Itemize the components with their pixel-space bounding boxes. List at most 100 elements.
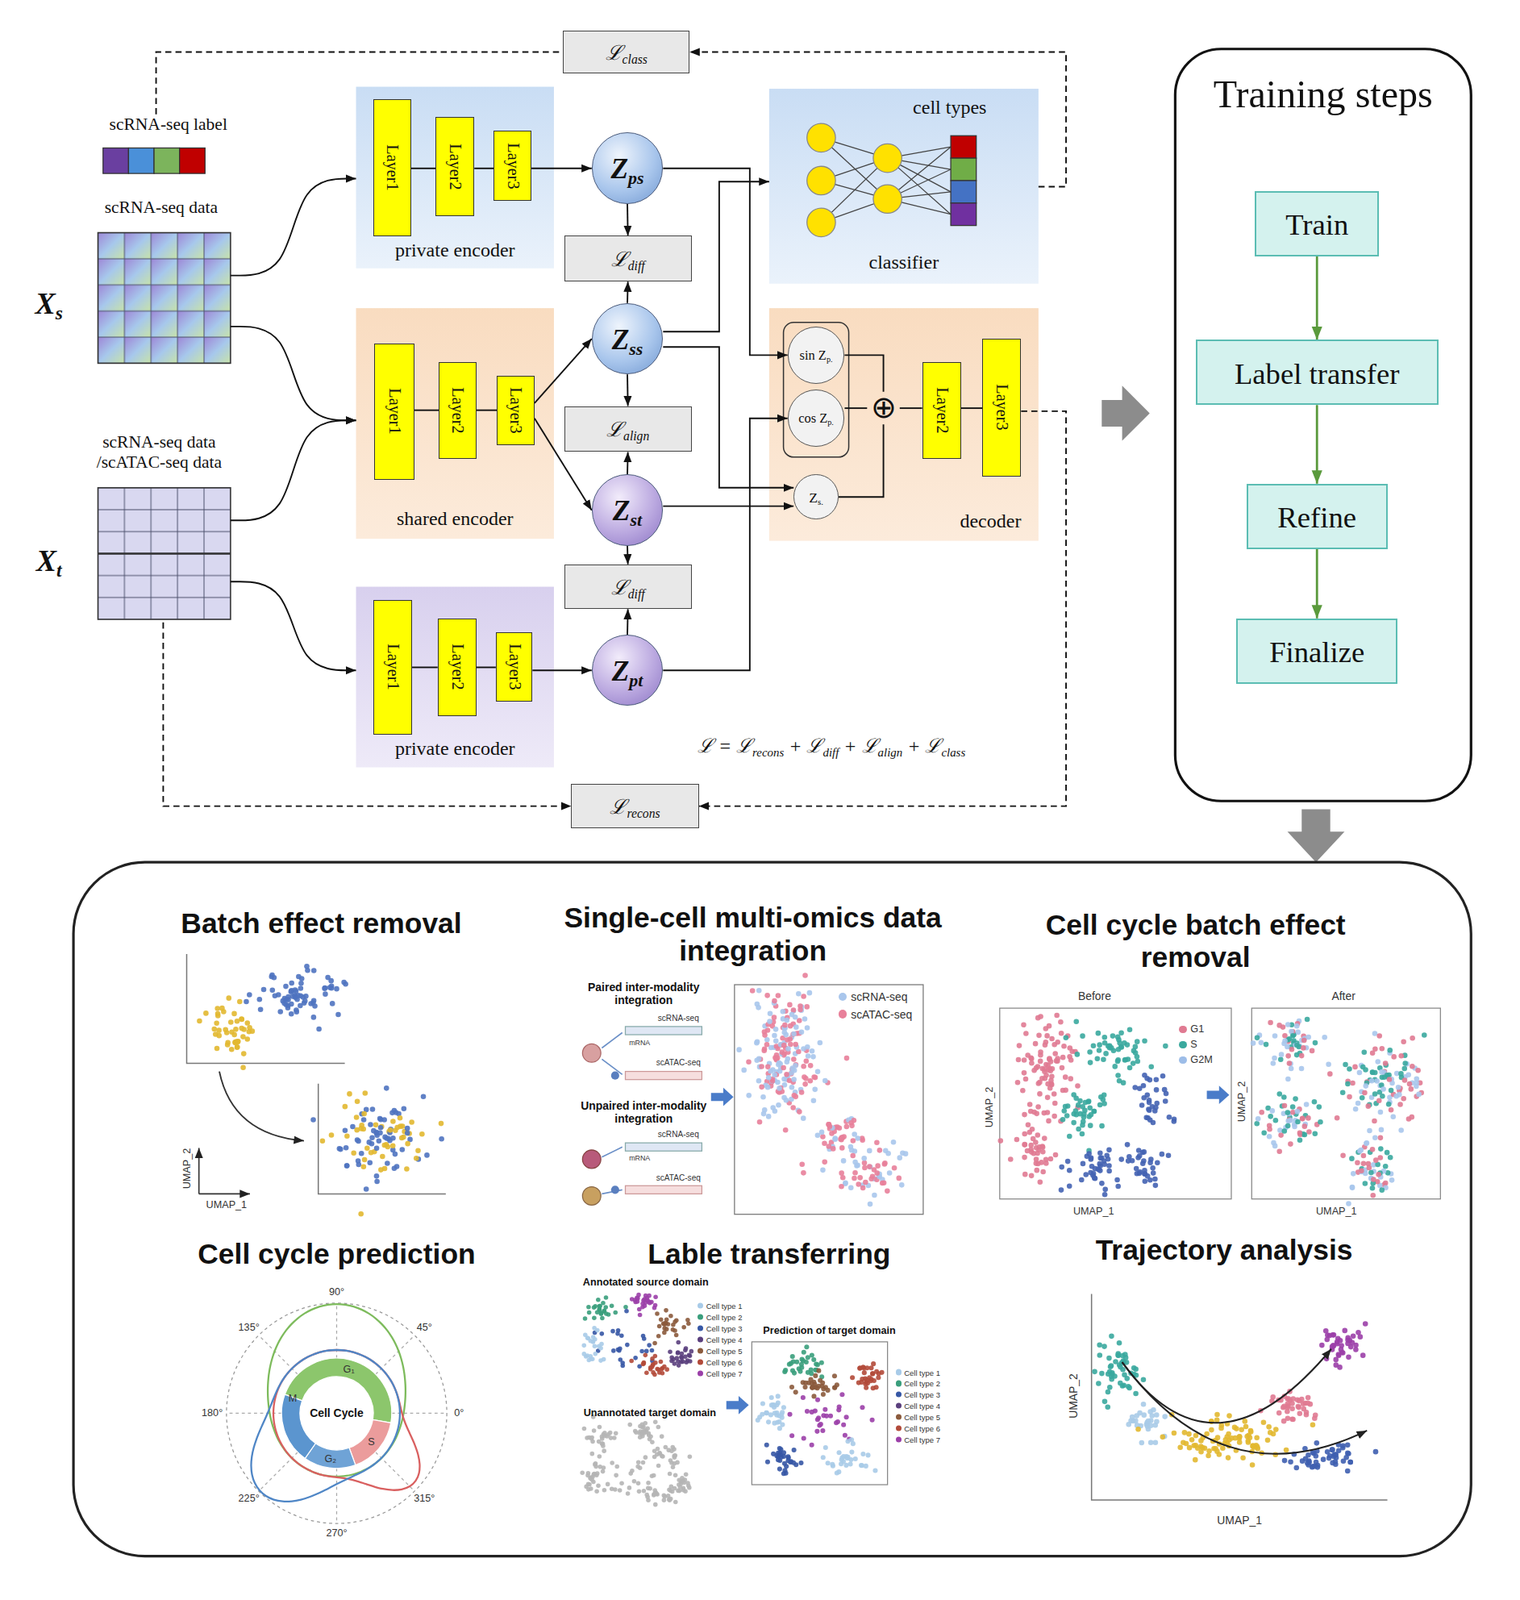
illustration-circle [848, 1461, 854, 1466]
illustration-circle [822, 1078, 829, 1084]
illustration-circle [613, 1473, 619, 1479]
illustration-circle [785, 1457, 791, 1463]
illustration-circle [652, 1340, 658, 1346]
illustration-circle [656, 1333, 662, 1339]
illustration-circle [753, 1057, 760, 1063]
illustration-circle [378, 1116, 384, 1123]
illustration-circle [1220, 1445, 1226, 1452]
illustration-circle [773, 1026, 779, 1033]
illustration-circle [1413, 1075, 1420, 1082]
illustration-circle [1132, 1044, 1139, 1050]
illustration-circle [785, 1056, 792, 1062]
illustration-circle [799, 1028, 805, 1035]
illustration-circle [1269, 1107, 1275, 1114]
illustration-circle [586, 1304, 592, 1310]
illustration-circle [362, 1090, 368, 1096]
illustration-circle [302, 998, 309, 1004]
illustration-circle [1162, 1098, 1169, 1104]
illustration-circle [771, 1071, 778, 1078]
illustration-rect [1251, 1007, 1441, 1200]
illustration-circle [667, 1349, 673, 1354]
illustration-circle [403, 1166, 410, 1172]
illustration-circle [1290, 1037, 1297, 1044]
illustration-circle [1386, 1047, 1393, 1054]
illustration-circle [1253, 1435, 1260, 1441]
illustration-circle [823, 1384, 829, 1390]
illustration-rect [179, 147, 206, 174]
illustration-circle [791, 1056, 797, 1062]
illustration-circle [745, 1059, 752, 1066]
illustration-path [601, 1032, 622, 1075]
illustration-circle [794, 1359, 800, 1365]
illustration-circle [1043, 1072, 1050, 1079]
illustration-circle [1084, 1153, 1091, 1160]
illustration-circle [791, 1447, 797, 1453]
illustration-circle [1361, 1090, 1368, 1096]
illustration-circle [1378, 1186, 1385, 1193]
illustration-circle [1040, 1149, 1046, 1155]
illustration-circle [1285, 1076, 1291, 1083]
illustration-circle [600, 1469, 606, 1475]
illustration-circle [1302, 1132, 1308, 1138]
illustration-path [219, 1071, 304, 1142]
illustration-circle [1408, 1086, 1415, 1092]
illustration-circle [862, 1160, 868, 1167]
illustration-circle [792, 1094, 799, 1100]
illustration-circle [764, 1410, 770, 1416]
illustration-circle [828, 1130, 835, 1137]
illustration-circle [636, 1481, 642, 1487]
illustration-circle [1035, 1132, 1042, 1138]
illustration-circle [1150, 1120, 1157, 1126]
illustration-circle [228, 1019, 234, 1025]
illustration-circle [811, 1357, 817, 1362]
illustration-circle [328, 985, 335, 992]
illustration-circle [1228, 1435, 1235, 1441]
illustration-circle [858, 1379, 864, 1385]
illustration-circle [1124, 1141, 1131, 1148]
illustration-circle [1261, 1129, 1267, 1136]
illustration-circle [673, 1499, 679, 1505]
illustration-circle [641, 1361, 646, 1367]
illustration-circle [627, 1485, 633, 1491]
illustration-circle [764, 1041, 771, 1048]
illustration-circle [875, 1374, 881, 1380]
illustration-circle [293, 1008, 300, 1015]
illustration-circle [1086, 1049, 1093, 1055]
illustration-circle [337, 1146, 344, 1153]
illustration-circle [1183, 1440, 1190, 1447]
illustration-circle [1159, 1151, 1166, 1158]
illustration-circle [837, 1449, 842, 1455]
illustration-circle [1171, 1118, 1178, 1125]
illustration-circle [662, 1494, 667, 1500]
illustration-circle [1341, 1328, 1348, 1334]
illustration-circle [1047, 1066, 1054, 1072]
illustration-circle [1082, 1099, 1089, 1106]
illustration-circle [1108, 1333, 1115, 1340]
illustration-circle [1092, 1175, 1099, 1182]
illustration-circle [1082, 1171, 1089, 1178]
illustration-circle [354, 1098, 361, 1104]
illustration-circle [646, 1299, 652, 1304]
illustration-circle [1025, 1121, 1032, 1128]
illustration-circle [316, 1026, 322, 1033]
illustration-circle [1297, 1137, 1304, 1144]
illustration-circle [800, 1063, 807, 1070]
illustration-circle [592, 1461, 598, 1467]
illustration-circle [1016, 1042, 1023, 1049]
illustration-circle [767, 1068, 774, 1075]
illustration-circle [679, 1351, 685, 1357]
illustration-circle [814, 1428, 820, 1434]
illustration-circle [1066, 1133, 1073, 1140]
illustration-circle [632, 1355, 638, 1361]
illustration-circle [1402, 1066, 1408, 1072]
illustration-circle [653, 1353, 658, 1359]
illustration-circle [1409, 1063, 1416, 1070]
illustration-circle [765, 1459, 771, 1465]
illustration-circle [349, 1124, 356, 1130]
illustration-circle [670, 1465, 676, 1471]
illustration-circle [404, 1130, 411, 1137]
illustration-circle [803, 1003, 810, 1010]
illustration-path [601, 1146, 622, 1194]
illustration-circle [821, 1140, 828, 1146]
illustration-circle [783, 1470, 789, 1476]
